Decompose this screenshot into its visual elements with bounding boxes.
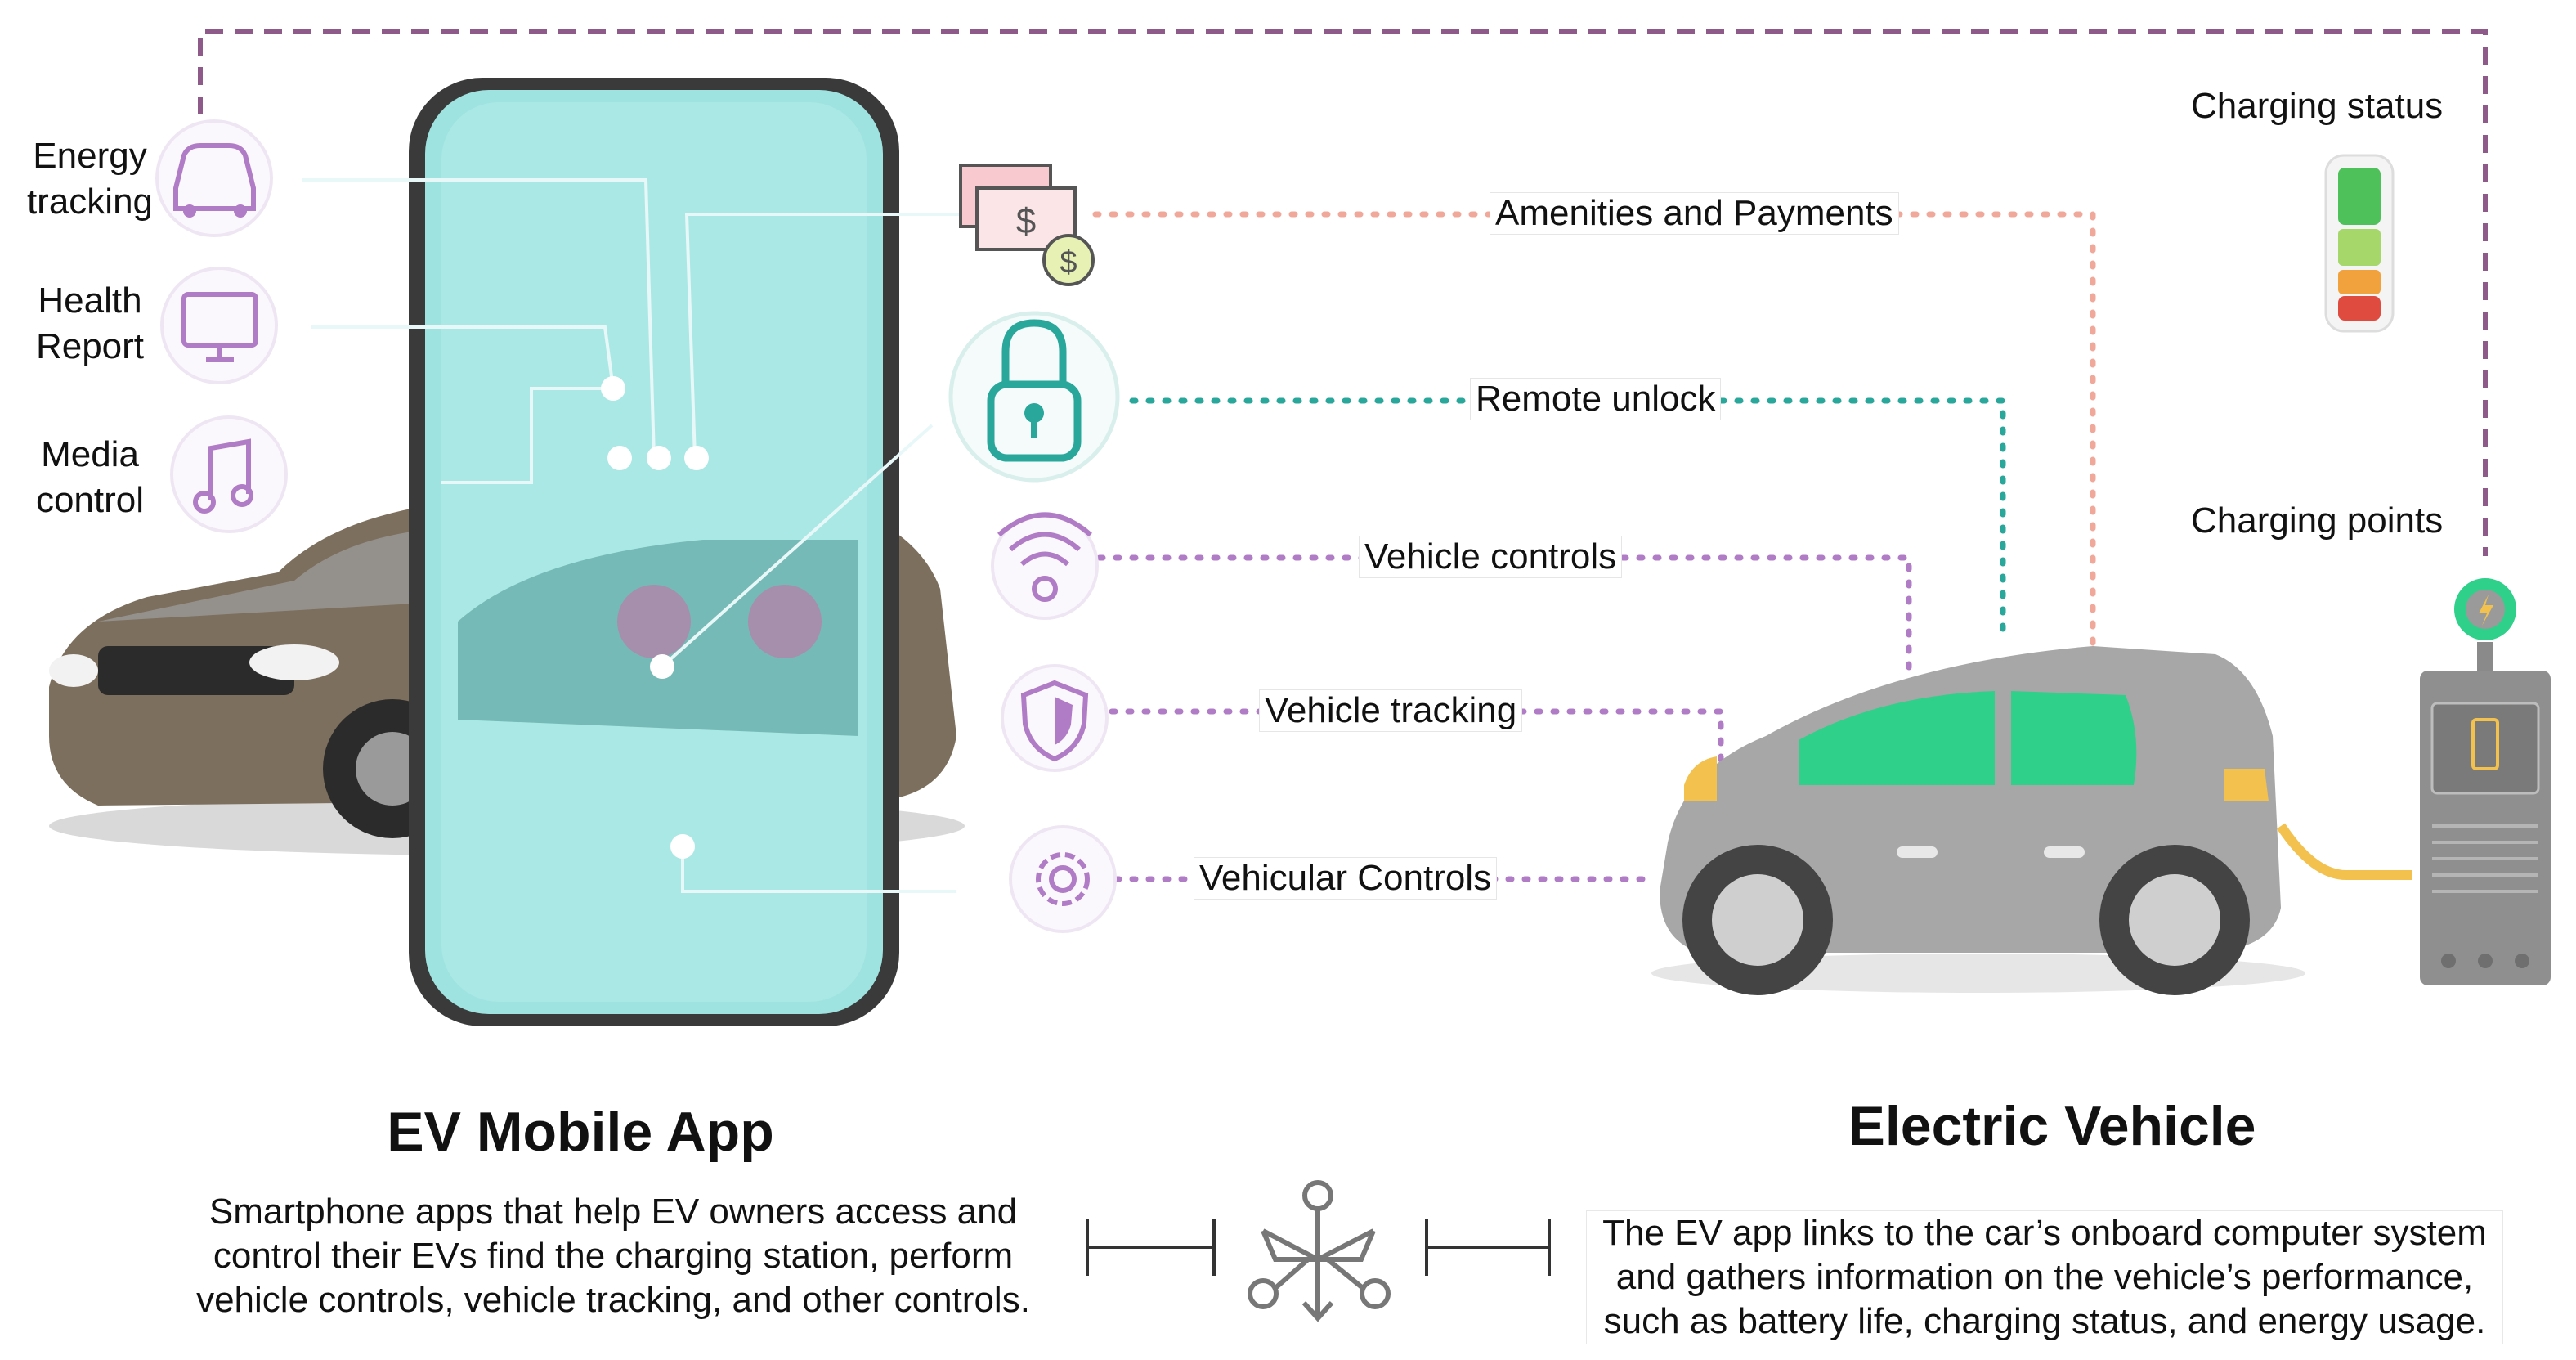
electric-car-illustration [1651,646,2412,995]
connector-amenities [1092,211,2096,649]
label-charging-status: Charging status [2191,86,2444,126]
wifi-signal-icon [991,512,1099,620]
connector-vehicle-controls [1096,554,1912,674]
padlock-icon [948,311,1120,483]
label-amenities-payments: Amenities and Payments [1490,192,1899,235]
car-outline-icon [155,119,273,237]
title-electric-vehicle: Electric Vehicle [1848,1095,2256,1157]
top-dashed-connector [198,29,2488,556]
label-remote-unlock: Remote unlock [1470,378,1722,420]
label-vehicle-tracking: Vehicle tracking [1259,689,1523,732]
smartphone-illustration [302,78,981,1026]
svg-text:$: $ [1060,245,1077,280]
charging-station-illustration [2420,578,2551,985]
svg-text:$: $ [1016,201,1036,241]
shield-icon [1001,664,1109,772]
bottom-connector [1086,1219,1551,1276]
description-electric-vehicle: The EV app links to the car’s onboard co… [1586,1210,2503,1344]
connector-vehicle-tracking [1109,708,1724,764]
title-ev-mobile-app: EV Mobile App [387,1101,774,1163]
label-health-report: Health Report [35,281,145,366]
label-charging-points: Charging points [2191,500,2444,541]
money-icon: $ $ [959,164,1095,286]
connector-remote-unlock [1129,397,2006,637]
description-ev-mobile-app: Smartphone apps that help EV owners acce… [196,1192,1030,1320]
music-note-icon [170,415,288,533]
battery-status-icon [2324,154,2395,333]
network-hub-icon [1248,1180,1391,1322]
label-media-control: Media control [35,434,145,520]
label-vehicle-controls: Vehicle controls [1359,536,1623,578]
label-vehicular-controls: Vehicular Controls [1194,857,1498,900]
monitor-icon [160,267,278,384]
gear-icon [1009,825,1117,933]
label-energy-tracking: Energy tracking [26,136,154,222]
